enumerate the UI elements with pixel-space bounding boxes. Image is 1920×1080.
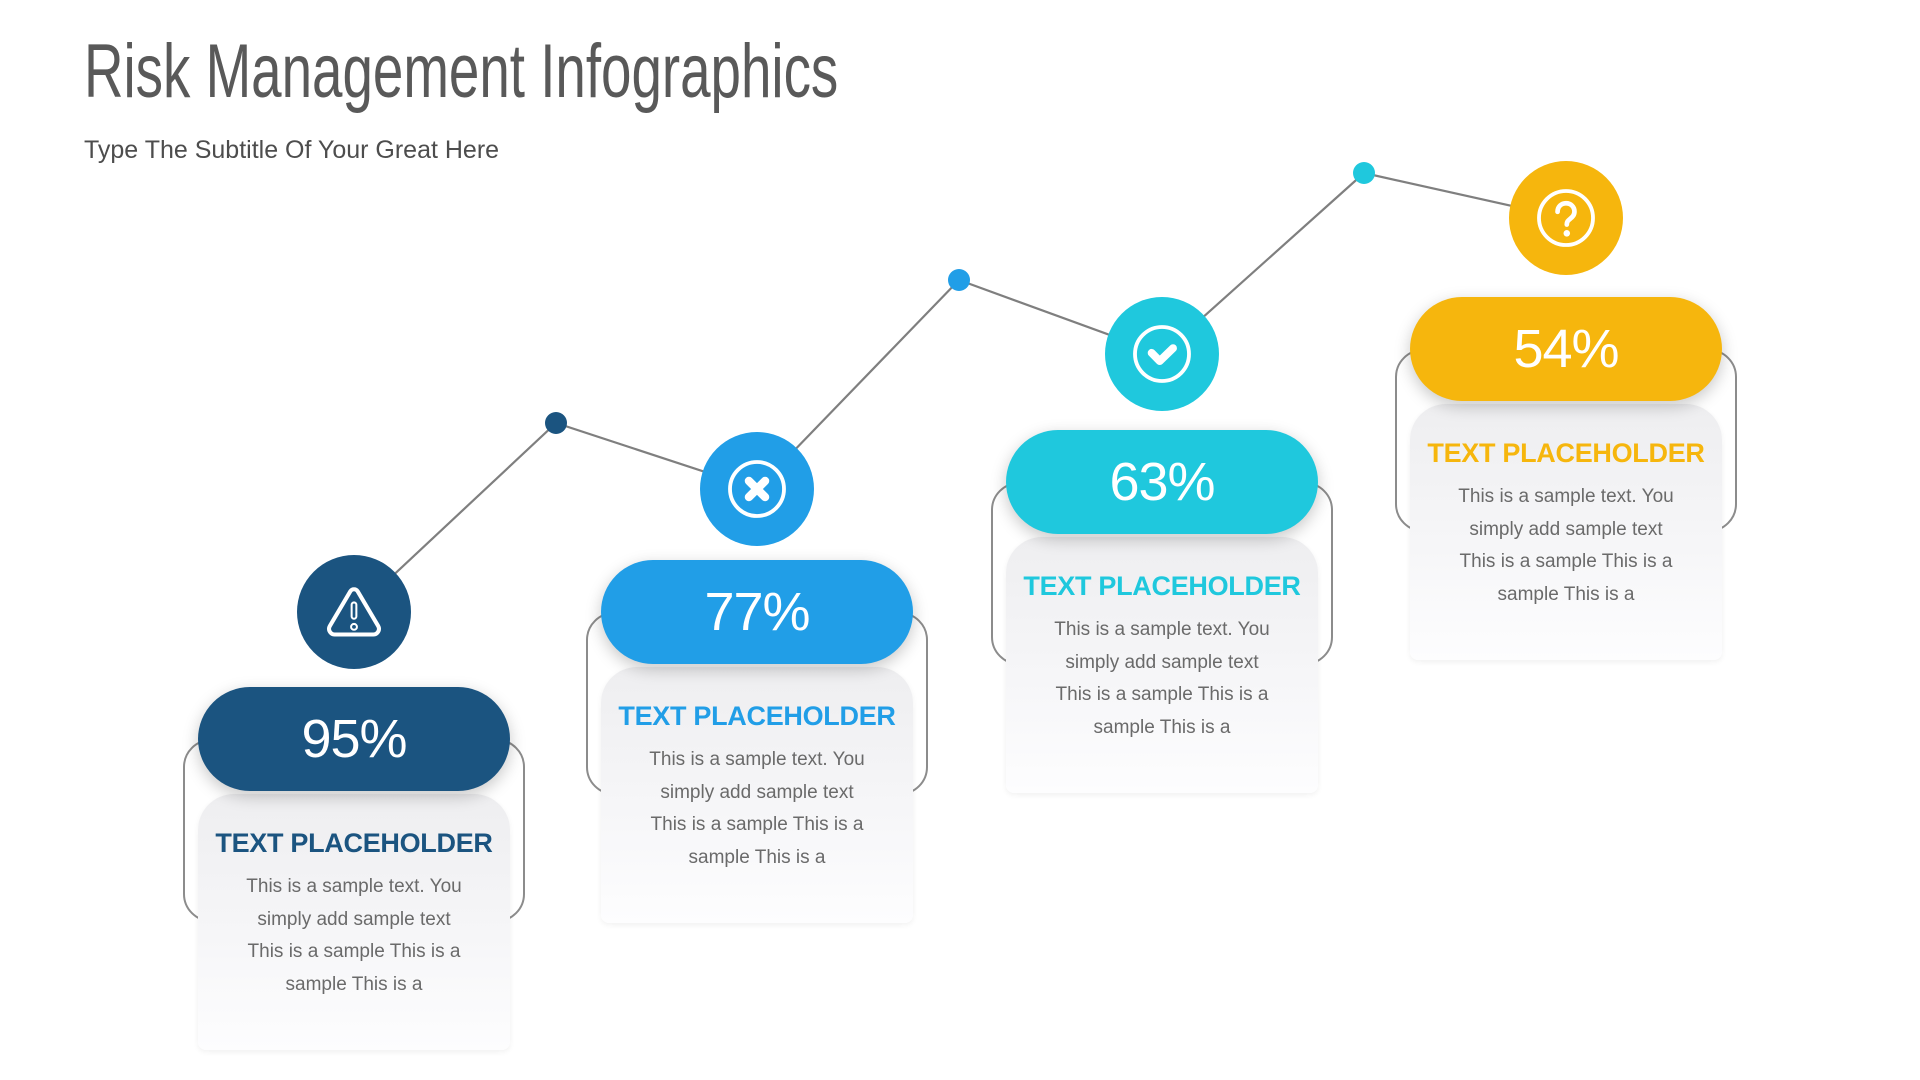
percent-value: 95%	[301, 709, 407, 769]
percent-pill: 54%	[1410, 297, 1722, 401]
percent-value: 77%	[704, 582, 810, 642]
text-card: TEXT PLACEHOLDER This is a sample text. …	[198, 794, 510, 1050]
card-heading: TEXT PLACEHOLDER	[1023, 571, 1301, 601]
page-subtitle: Type The Subtitle Of Your Great Here	[84, 136, 500, 164]
percent-value: 54%	[1513, 319, 1619, 379]
icon-circle	[700, 432, 814, 546]
card-heading: TEXT PLACEHOLDER	[618, 701, 896, 731]
page-title: Risk Management Infographics	[84, 29, 839, 114]
question-circle-icon	[1537, 189, 1595, 247]
icon-circle	[297, 555, 411, 669]
icon-circle	[1509, 161, 1623, 275]
trend-dot-3	[1353, 162, 1375, 184]
icon-circle	[1105, 297, 1219, 411]
card-heading: TEXT PLACEHOLDER	[1427, 438, 1705, 468]
trend-dot-1	[545, 412, 567, 434]
card-heading: TEXT PLACEHOLDER	[215, 828, 493, 858]
check-circle-icon	[1133, 325, 1191, 383]
text-card: TEXT PLACEHOLDER This is a sample text. …	[1410, 404, 1722, 660]
percent-pill: 77%	[601, 560, 913, 664]
text-card: TEXT PLACEHOLDER This is a sample text. …	[601, 667, 913, 923]
trend-line	[353, 171, 1567, 613]
trend-dot-2	[948, 269, 970, 291]
percent-pill: 63%	[1006, 430, 1318, 534]
percent-pill: 95%	[198, 687, 510, 791]
cross-circle-icon	[728, 460, 786, 518]
warning-triangle-icon	[327, 587, 381, 637]
percent-value: 63%	[1109, 452, 1215, 512]
text-card: TEXT PLACEHOLDER This is a sample text. …	[1006, 537, 1318, 793]
